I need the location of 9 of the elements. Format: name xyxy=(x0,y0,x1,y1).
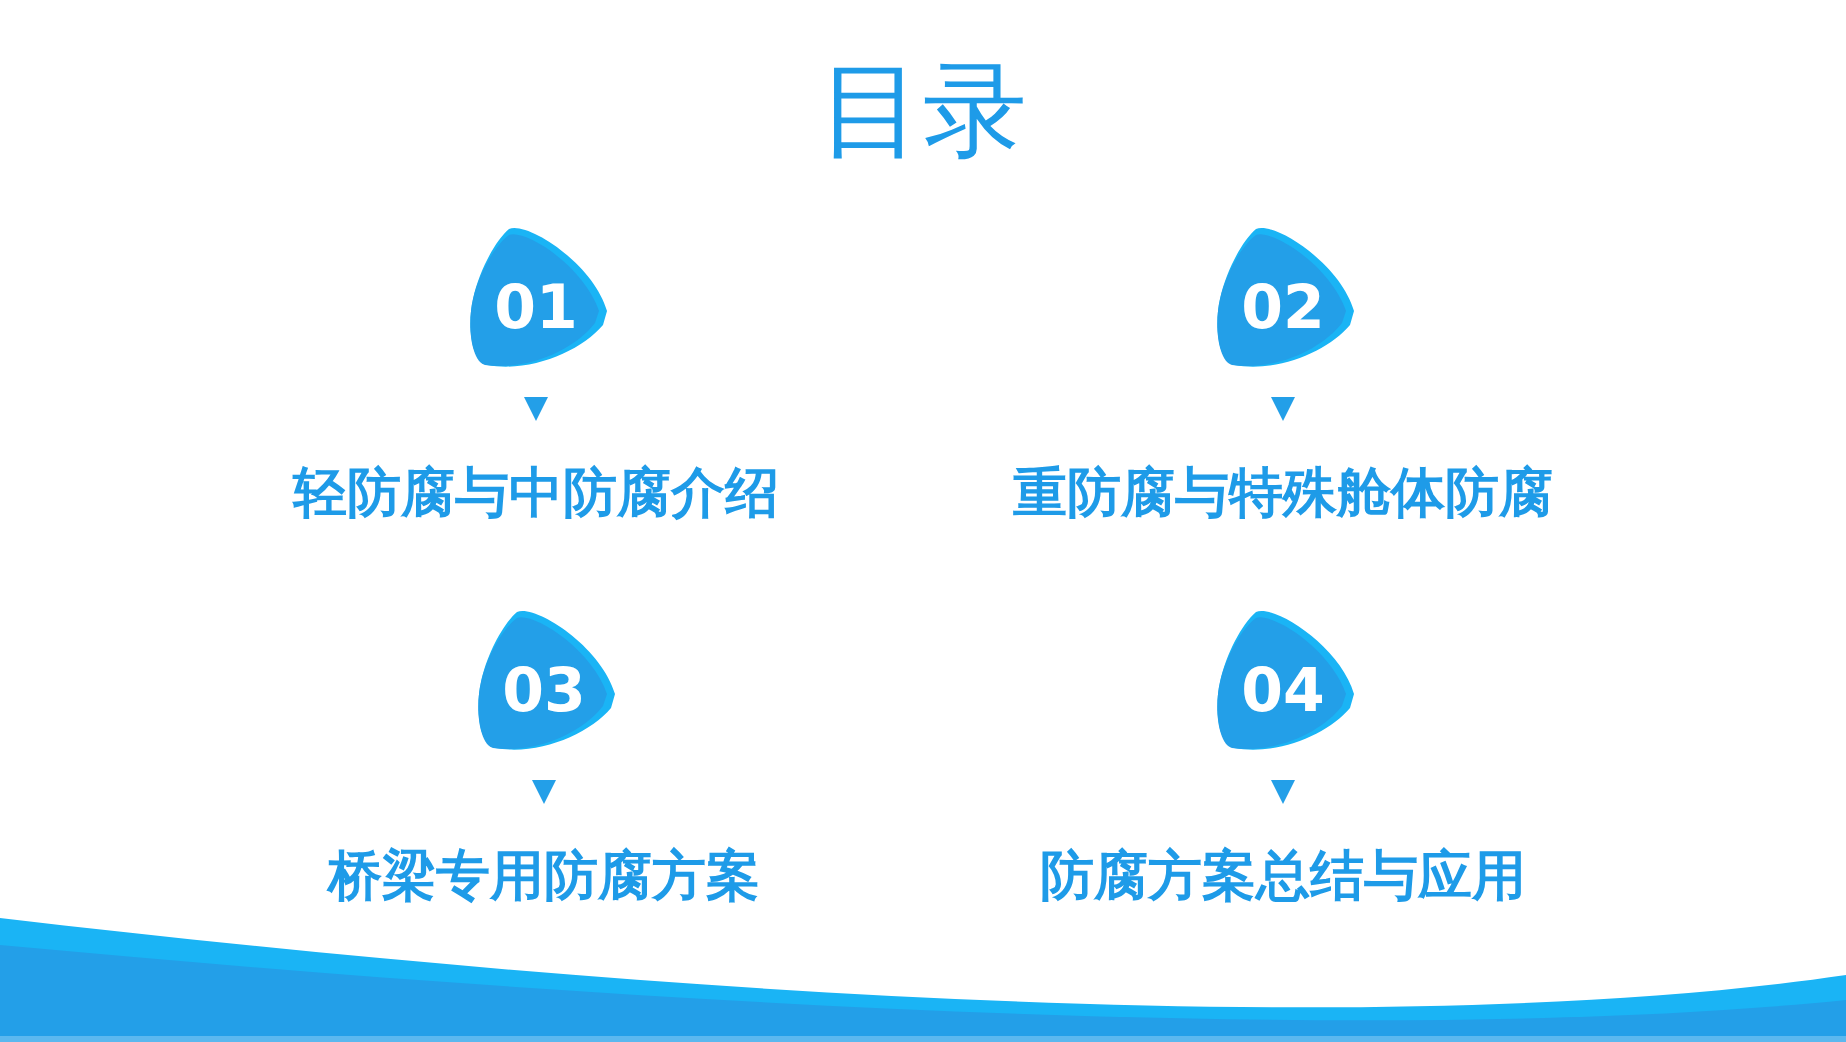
section-title: 桥梁专用防腐方案 xyxy=(325,846,761,906)
section-title: 轻防腐与中防腐介绍 xyxy=(291,463,780,523)
section-number: 02 xyxy=(1240,277,1326,337)
section-number: 03 xyxy=(501,660,587,720)
section-number: 01 xyxy=(493,277,579,337)
section-number: 04 xyxy=(1240,660,1326,720)
section-title: 重防腐与特殊舱体防腐 xyxy=(1012,463,1554,523)
page-title: 目录 xyxy=(818,58,1028,162)
section-title: 防腐方案总结与应用 xyxy=(1039,846,1527,906)
